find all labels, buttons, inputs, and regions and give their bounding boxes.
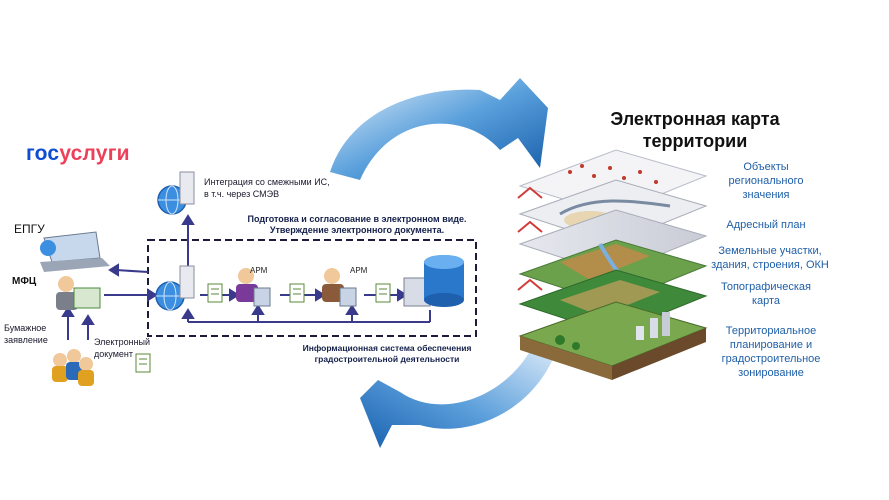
brand-part2: услуги <box>59 142 130 165</box>
layer-label-zoning: Территориальное планирование и градостро… <box>706 324 836 380</box>
system-label: Информационная система обеспечения градо… <box>272 343 502 365</box>
map-title-line2: территории <box>642 131 748 151</box>
layer-label-regional: Объекты регионального значения <box>706 160 826 202</box>
operator-icon <box>56 276 101 310</box>
system-dashed-box <box>147 239 477 337</box>
layer0-line1: Объекты <box>743 161 789 173</box>
layer3-line1: Топографическая <box>721 281 811 293</box>
system-line2: градостроительной деятельности <box>314 354 460 364</box>
database-icon <box>403 255 464 307</box>
layer2-line1: Земельные участки, <box>718 245 822 257</box>
document-icon <box>207 283 223 303</box>
integration-line1: Интеграция со смежными ИС, <box>204 177 330 187</box>
layer2-line2: здания, строения, ОКН <box>711 259 829 271</box>
layer4-line2: планирование и <box>729 339 813 351</box>
preparation-label: Подготовка и согласование в электронном … <box>222 214 492 236</box>
globe-icon <box>157 171 195 215</box>
epgu-label: ЕПГУ <box>14 222 45 236</box>
edoc-label: Электронный документ <box>94 336 150 360</box>
gosuslugi-logo: госуслуги <box>26 142 130 166</box>
layer-label-topo: Топографическая карта <box>706 280 826 308</box>
edoc-line2: документ <box>94 349 133 359</box>
bottom-cycle-arrow <box>360 336 560 448</box>
integration-line2: в т.ч. через СМЭВ <box>204 189 280 199</box>
edoc-line1: Электронный <box>94 337 151 347</box>
map-title: Электронная карта территории <box>560 108 830 152</box>
layer-label-address: Адресный план <box>706 218 826 232</box>
layer-chevrons <box>517 186 543 291</box>
mfc-label: МФЦ <box>12 276 37 287</box>
arm-label-2: АРМ <box>350 266 368 275</box>
document-icon <box>289 283 305 303</box>
layer3-line2: карта <box>751 295 781 307</box>
document-icon <box>375 283 391 303</box>
prep-line1: Подготовка и согласование в электронном … <box>247 214 467 224</box>
layer4-line4: зонирование <box>738 367 804 379</box>
globe-icon <box>155 265 195 311</box>
brand-part1: гос <box>26 142 60 165</box>
layer4-line3: градостроительное <box>721 353 821 365</box>
layer1-line1: Адресный план <box>726 219 806 231</box>
layer4-line1: Территориальное <box>725 325 817 337</box>
people-group-icon <box>52 349 94 386</box>
arm-label-1: АРМ <box>250 266 268 275</box>
paper-application-label: Бумажное заявление <box>4 322 48 346</box>
laptop-icon <box>40 231 110 272</box>
map-title-line1: Электронная карта <box>610 109 780 129</box>
layer0-line2: регионального <box>728 175 804 187</box>
document-icon <box>135 353 151 373</box>
layer0-line3: значения <box>742 189 790 201</box>
workstation-icon <box>236 268 271 307</box>
map-layers <box>518 149 708 380</box>
system-line1: Информационная система обеспечения <box>302 343 472 353</box>
paper-line1: Бумажное <box>4 323 47 333</box>
paper-line2: заявление <box>4 335 48 345</box>
workstation-icon <box>322 268 357 307</box>
layer-label-land: Земельные участки, здания, строения, ОКН <box>700 244 840 272</box>
prep-line2: Утверждение электронного документа. <box>269 225 445 235</box>
integration-label: Интеграция со смежными ИС, в т.ч. через … <box>204 176 330 200</box>
top-cycle-arrow <box>330 78 548 180</box>
